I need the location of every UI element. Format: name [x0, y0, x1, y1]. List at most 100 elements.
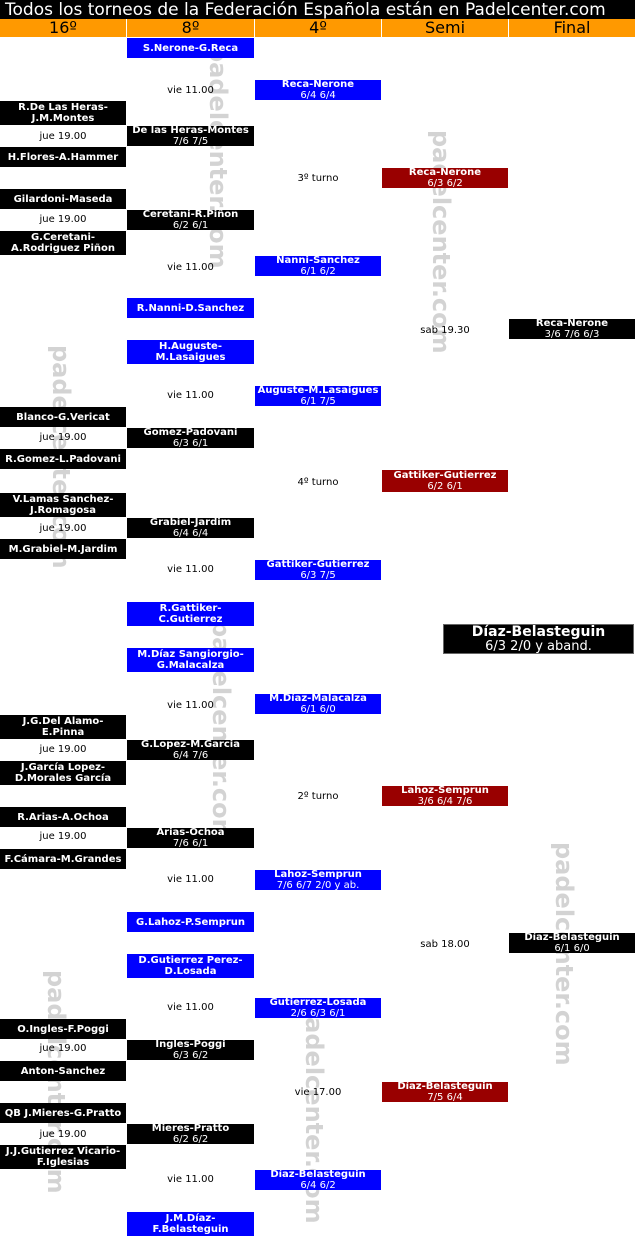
match-score: 7/6 7/5 — [172, 136, 209, 146]
team-name: F.Belasteguin — [152, 1224, 229, 1235]
match-score: 6/2 6/1 — [427, 481, 463, 492]
team-name: Reca-Nerone — [408, 168, 482, 178]
team-name: D.Losada — [164, 966, 217, 977]
watermark: padelcenter.com — [427, 130, 455, 354]
round-8: 8º — [127, 19, 255, 37]
match-box: J.García Lopez-D.Morales García — [0, 761, 126, 785]
team-name: Gattiker-Gutierrez — [266, 560, 370, 570]
team-name: QB J.Mieres-G.Pratto — [4, 1107, 122, 1119]
team-name: Ceretani-R.Piñon — [142, 210, 239, 220]
match-time: jue 19.00 — [39, 523, 87, 534]
match-score: 3/6 6/4 7/6 — [417, 796, 473, 806]
match-score: 6/1 7/5 — [300, 396, 336, 406]
team-name: O.Ingles-F.Poggi — [17, 1023, 109, 1035]
match-box: R.De Las Heras-J.M.Montes — [0, 101, 126, 125]
match-time: vie 11.00 — [167, 262, 214, 273]
match-box: V.Lamas Sanchez-J.Romagosa — [0, 493, 126, 517]
team-name: M.Díaz-Malacalza — [269, 694, 367, 704]
match-box: O.Ingles-F.Poggi — [0, 1019, 126, 1039]
team-name: Auguste-M.Lasaigues — [257, 386, 379, 396]
watermark: padelcenter.com — [300, 1000, 328, 1224]
match-time: sab 18.00 — [420, 939, 470, 950]
match-box: F.Cámara-M.Grandes — [0, 849, 126, 869]
match-box: D.Gutierrez Perez-D.Losada — [127, 954, 254, 978]
match-time: vie 11.00 — [167, 1174, 214, 1185]
team-name: Díaz-Belasteguin — [524, 933, 620, 943]
match-box: J.J.Gutierrez Vicario-F.Iglesias — [0, 1145, 126, 1169]
match-score: 6/3 6/2 — [427, 178, 463, 188]
match-box: H.Auguste-M.Lasaigues — [127, 340, 254, 364]
team-name: R.Gattiker- — [159, 603, 222, 614]
match-score: 6/3 6/2 — [172, 1050, 209, 1060]
match-time: vie 11.00 — [167, 564, 214, 575]
match-box: G.Lahoz-P.Semprun — [127, 912, 254, 932]
team-name: M.Díaz Sangiorgio- — [137, 649, 244, 660]
champion-score: 6/3 2/0 y aband. — [485, 639, 592, 654]
team-name: E.Pinna — [41, 727, 85, 738]
match-time: vie 11.00 — [167, 1002, 214, 1013]
match-score: 7/5 6/4 — [427, 1092, 463, 1102]
team-name: V.Lamas Sanchez- — [12, 494, 114, 505]
team-name: Reca-Nerone — [535, 319, 609, 329]
team-name: A.Rodriguez Piñon — [10, 243, 116, 254]
round-header: 16º 8º 4º Semi Final — [0, 19, 635, 37]
match-time: jue 19.00 — [39, 1043, 87, 1054]
team-name: R.Gomez-L.Padovani — [5, 453, 121, 465]
match-box: Blanco-G.Vericat — [0, 407, 126, 427]
team-name: F.Cámara-M.Grandes — [4, 853, 122, 865]
match-score: 6/1 6/0 — [300, 704, 336, 714]
team-name: R.Arias-A.Ochoa — [17, 811, 109, 823]
match-score: 6/1 6/2 — [300, 266, 336, 276]
team-name: D.Gutierrez Perez- — [138, 955, 243, 966]
team-name: G.Lahoz-P.Semprun — [135, 916, 246, 928]
team-name: J.M.Díaz- — [165, 1213, 216, 1224]
match-box: Gilardoni-Maseda — [0, 189, 126, 209]
match-time: vie 11.00 — [167, 874, 214, 885]
team-name: Mieres-Pratto — [151, 1124, 230, 1134]
team-name: Gilardoni-Maseda — [13, 193, 113, 205]
team-name: Reca-Nerone — [281, 80, 355, 90]
match-box: M.Grabiel-M.Jardim — [0, 539, 126, 559]
champion-name: Díaz-Belasteguin — [471, 624, 606, 640]
match-time: vie 11.00 — [167, 700, 214, 711]
watermark: padelcenter.com — [204, 45, 232, 269]
match-score: 6/3 6/1 — [172, 438, 209, 448]
page-title: Todos los torneos de la Federación Españ… — [0, 0, 635, 20]
match-score: 6/4 6/4 — [172, 528, 209, 538]
team-name: Gomez-Padovani — [143, 428, 238, 438]
team-name: D.Morales García — [14, 773, 112, 784]
match-score: 7/6 6/1 — [172, 838, 209, 848]
round-16: 16º — [0, 19, 127, 37]
match-score: 6/4 6/4 — [300, 90, 336, 100]
match-time: 3º turno — [297, 173, 339, 184]
team-name: J.G.Del Alamo- — [22, 716, 104, 727]
round-semi: Semi — [382, 19, 509, 37]
team-name: Gutierrez-Losada — [269, 998, 367, 1008]
match-score: 6/2 6/2 — [172, 1134, 209, 1144]
match-box: QB J.Mieres-G.Pratto — [0, 1103, 126, 1123]
watermark: padelcenter.com — [550, 842, 578, 1066]
team-name: R.Nanni-D.Sanchez — [136, 302, 245, 314]
match-box: G.Ceretani-A.Rodriguez Piñon — [0, 231, 126, 255]
team-name: M.Lasaigues — [155, 352, 226, 363]
team-name: Gattiker-Gutierrez — [393, 470, 497, 481]
team-name: G.Malacalza — [156, 660, 225, 671]
match-time: jue 19.00 — [39, 831, 87, 842]
match-score: 7/6 6/7 2/0 y ab. — [276, 880, 360, 890]
match-box: R.Nanni-D.Sanchez — [127, 298, 254, 318]
team-name: M.Grabiel-M.Jardim — [8, 543, 118, 555]
